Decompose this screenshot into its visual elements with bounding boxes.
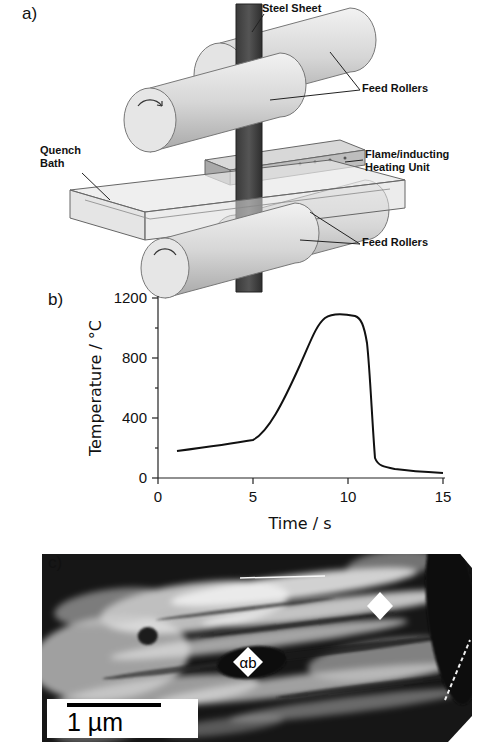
roller-upper-front-part	[150, 53, 306, 152]
part-name: Flame/inducting Heating Unit	[365, 148, 477, 173]
axis-tick: 0	[154, 488, 162, 505]
panel-letter: a)	[22, 4, 37, 24]
panel-letter: c)	[48, 553, 62, 573]
leader-lines-part	[252, 14, 264, 32]
plot-axes-part	[442, 478, 443, 484]
scale-bar	[67, 703, 161, 707]
axis-tick: 15	[435, 488, 452, 505]
scale-label: 1 µm	[67, 710, 123, 735]
micrograph	[22, 523, 480, 748]
roller-upper-front-part	[124, 88, 176, 152]
roller-upper-front-part	[138, 100, 162, 106]
axis-tick: 0	[139, 469, 147, 486]
plot-axes-part	[152, 477, 158, 478]
leader-lines-part	[82, 173, 110, 200]
micrograph-part-part	[156, 596, 335, 622]
plot-axes-part	[158, 477, 445, 478]
micrograph-part-part	[276, 673, 455, 701]
roller-lower-front-part	[141, 238, 189, 298]
part-name: Steel Sheet	[262, 2, 321, 15]
micrograph-part-part	[52, 582, 175, 632]
plot-axes-part	[347, 478, 348, 484]
plot-axes-part	[157, 478, 158, 484]
phase-label: αb	[239, 655, 256, 670]
roller-lower-front-part	[154, 249, 176, 255]
marker-diamond	[367, 592, 393, 620]
roller-lower-front-part	[165, 203, 319, 298]
leader-lines-part	[345, 160, 363, 162]
axis-tick: 400	[122, 409, 147, 426]
leader-lines-part	[330, 52, 360, 90]
axis-tick: 5	[249, 488, 257, 505]
part-name: Quench Bath	[40, 144, 88, 169]
micrograph-part	[22, 543, 474, 748]
scale-bar-box: 1 µm	[47, 699, 198, 738]
micrograph-part-part	[417, 523, 480, 708]
plot-axes	[152, 296, 445, 484]
leader-lines-part	[270, 90, 360, 100]
plot-axes-part	[152, 297, 158, 298]
axis-title: Temperature / °C	[87, 320, 105, 456]
phase-marker: αb	[233, 647, 263, 677]
temperature-curve	[177, 314, 443, 473]
diamond-shape	[233, 647, 263, 677]
roller-upper-front-part	[157, 101, 162, 106]
plot-axes-part	[252, 478, 253, 484]
micrograph-part-part	[137, 626, 159, 646]
panel-letter: b)	[48, 290, 63, 310]
axis-tick: 1200	[114, 289, 147, 306]
axis-tick: 800	[122, 349, 147, 366]
quench-bath-front-part	[85, 189, 390, 219]
micrograph-part-part	[215, 642, 288, 682]
micrograph-part-part	[198, 610, 397, 639]
plot-axes-part	[152, 417, 158, 418]
micrograph-part-part	[345, 545, 438, 584]
plot-axes-part	[157, 296, 158, 478]
roller-upper-front	[124, 53, 306, 152]
plot-axes-part	[155, 387, 158, 388]
axis-tick: 10	[340, 488, 357, 505]
leader-lines-part	[300, 240, 360, 244]
micrograph-part	[240, 576, 325, 578]
plot-axes-part	[152, 357, 158, 358]
heating-unit-part	[344, 157, 347, 160]
leader-lines-part	[310, 212, 360, 244]
axis-title: Time / s	[268, 515, 331, 533]
part-name: Feed Rollers	[362, 82, 428, 95]
plot-axes-part	[155, 327, 158, 328]
leader-lines	[82, 14, 363, 244]
plot-axes-part	[155, 447, 158, 448]
part-name: Feed Rollers	[362, 236, 428, 249]
micrograph-part	[445, 640, 470, 700]
roller-lower-front	[141, 203, 319, 298]
